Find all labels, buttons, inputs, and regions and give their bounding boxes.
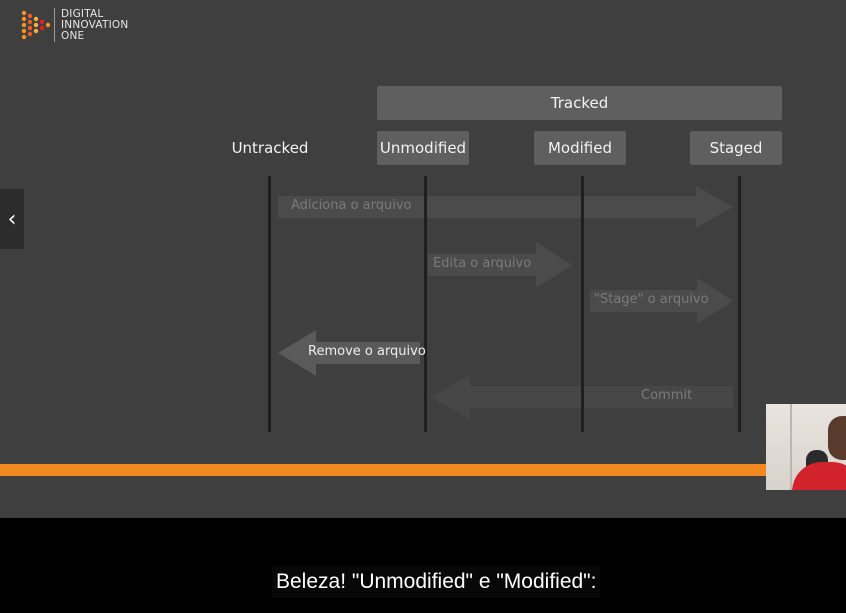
remove-action-label: Remove o arquivo (308, 344, 426, 359)
remove-arrow (278, 330, 420, 376)
logo-divider (54, 8, 55, 42)
logo-text: DIGITAL INNOVATION ONE (61, 7, 129, 42)
chevron-left-icon: ‹ (7, 206, 17, 232)
state-untracked: Untracked (231, 139, 309, 157)
lifeline-unmodified (424, 176, 427, 432)
add-action-label: Adiciona o arquivo (291, 198, 412, 213)
lifeline-staged (738, 176, 741, 432)
dio-logo: DIGITAL INNOVATION ONE (20, 8, 128, 42)
logo-line-2: INNOVATION (61, 18, 129, 31)
progress-bar[interactable] (0, 464, 846, 476)
stage-action-label: "Stage" o arquivo (594, 292, 709, 307)
state-modified: Modified (534, 131, 626, 165)
tracked-header: Tracked (377, 86, 782, 120)
video-player[interactable]: DIGITAL INNOVATION ONE Tracked Untracked… (0, 0, 846, 518)
add-arrow (278, 186, 733, 228)
stage-arrow (590, 278, 733, 324)
edit-action-label: Edita o arquivo (433, 256, 532, 271)
commit-action-label: Commit (641, 388, 693, 403)
subtitle-caption: Beleza! "Unmodified" e "Modified": (272, 566, 601, 598)
state-unmodified: Unmodified (377, 131, 469, 165)
lifeline-modified (581, 176, 584, 432)
webcam-overlay (766, 404, 846, 490)
previous-button[interactable]: ‹ (0, 189, 24, 249)
play-logo-icon (21, 10, 50, 40)
arrows-layer (278, 186, 733, 376)
state-staged: Staged (690, 131, 782, 165)
edit-arrow (428, 242, 572, 288)
logo-line-1: DIGITAL (61, 7, 104, 20)
logo-line-3: ONE (61, 29, 85, 42)
lifeline-untracked (268, 176, 271, 432)
